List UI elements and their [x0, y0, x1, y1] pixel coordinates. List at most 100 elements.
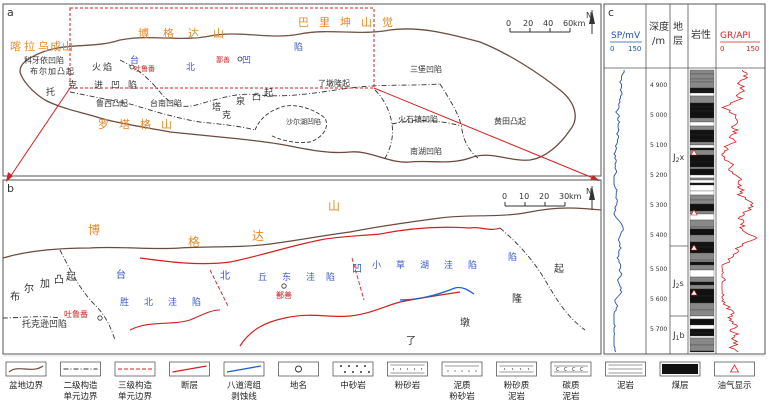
label-keyayi: 科牙依凹陷 [24, 55, 64, 65]
legend-item: 煤层 [659, 361, 701, 391]
label-sanbao: 三堡凹陷 [410, 64, 442, 74]
fault-north [139, 226, 501, 265]
svg-text:5 300: 5 300 [650, 202, 667, 209]
label-shengbei: 胜北洼陷 [120, 296, 201, 308]
lithology-layer [689, 324, 715, 330]
sp-max: 150 [628, 45, 641, 53]
lithology-layer [689, 226, 715, 230]
depth-axis: 4 900 5 000 5 100 5 200 5 300 5 400 5 50… [650, 82, 667, 333]
legend-item: 油气显示 [714, 361, 755, 391]
lithology-column [689, 69, 715, 353]
strata-title-2: 层 [673, 35, 683, 47]
label-taibei-b: 台北 [116, 268, 230, 282]
legend-label: 地名 [290, 380, 307, 391]
structural-boundary-a2 [69, 91, 256, 131]
legend-item: 泥岩 [605, 361, 646, 391]
legend-label: 单元边界 [118, 391, 153, 402]
legend-label: 剥蚀线 [231, 391, 257, 402]
svg-text:10: 10 [519, 192, 529, 201]
legend-label: 泥岩 [562, 391, 580, 402]
svg-text:N: N [586, 11, 592, 20]
legend-item: 盆地边界 [5, 361, 47, 391]
label-jueluotage: 罗塔格山 [98, 117, 172, 131]
lithology-layer [689, 309, 715, 317]
oil-show-marker [690, 209, 698, 216]
svg-text:40: 40 [543, 19, 553, 28]
legend-label: 粉砂岩 [449, 391, 475, 402]
legend-label: 泥岩 [617, 380, 635, 391]
town-shanshan-b: 鄯善 [276, 290, 292, 300]
lithology-layer [689, 144, 715, 149]
lithology-layer [689, 302, 715, 311]
svg-text:5 600: 5 600 [650, 296, 667, 303]
lithology-layer [689, 110, 715, 119]
lithology-layer [689, 261, 715, 266]
town-marker-turpan-a [129, 64, 135, 70]
tertiary-boundary-b1 [209, 269, 229, 307]
lithology-layer [689, 182, 715, 186]
lithology-layer [689, 102, 715, 108]
svg-text:60: 60 [563, 19, 573, 28]
gr-curve [721, 69, 758, 353]
label-ao-a: 凹 [242, 56, 251, 66]
lithology-layer [689, 87, 715, 92]
lithology-layer [689, 228, 715, 236]
lithology-layer [689, 174, 715, 179]
fault-southwest [129, 309, 221, 331]
label-liaodun-b: 了墩隆起 [406, 263, 564, 347]
label-nanhu: 南湖凹陷 [410, 146, 442, 156]
label-tainan: 台南凹陷 [150, 98, 182, 108]
gr-title: GR/API [720, 31, 751, 41]
scale-bar-a: 0 20 40 60 km [506, 19, 586, 33]
tertiary-boundary-b2 [351, 257, 365, 301]
legend-item: 粉砂岩 [387, 361, 428, 391]
gr-min: 0 [720, 45, 724, 53]
legend: 盆地边界二级构造单元边界三级构造单元边界断层八道湾组剥蚀线地名中砂岩粉砂岩泥质粉… [3, 355, 765, 402]
town-turpan-a: 吐鲁番 [134, 64, 155, 73]
town-marker-turpan-b [97, 315, 103, 321]
legend-label: 三级构造 [118, 380, 153, 391]
stratum-j1b: J1b [672, 331, 685, 342]
lithology-layer [689, 264, 715, 271]
svg-text:km: km [573, 19, 586, 28]
svg-text:20: 20 [539, 192, 549, 201]
lithology-layer [689, 81, 715, 89]
svg-text:N: N [586, 187, 592, 196]
label-buerjia-a: 布尔加凸起 [30, 66, 74, 76]
label-tai-a: 台 [130, 54, 139, 66]
label-qiudong: 丘东洼陷 [258, 271, 335, 283]
label-ke: 克 [68, 80, 77, 91]
lithology-layer [689, 328, 715, 334]
legend-label: 煤层 [671, 380, 688, 391]
label-xiaocaohu: 小草湖洼陷陷 [372, 251, 517, 271]
town-shanshan-a: 鄯善 [216, 55, 230, 64]
scale-bar-b: 0 10 20 30 km [502, 192, 582, 207]
legend-label: 盆地边界 [9, 380, 44, 391]
fault-south [239, 291, 461, 347]
gr-max: 150 [746, 45, 759, 53]
svg-text:30: 30 [559, 192, 569, 201]
label-shaerhu: 沙尔湖凹陷 [286, 117, 321, 126]
erosion-line [399, 286, 475, 301]
label-xian-a: 陷 [294, 41, 303, 53]
svg-text:C: C [580, 367, 584, 373]
inset-box [69, 7, 375, 89]
svg-text:5 200: 5 200 [650, 172, 667, 179]
label-tuo: 托 [46, 86, 55, 98]
legend-label: 泥岩 [508, 391, 526, 402]
strata-title-1: 地 [673, 20, 683, 33]
town-turpan-b: 吐鲁番 [64, 309, 88, 319]
svg-text:C: C [572, 367, 576, 373]
svg-text:0: 0 [502, 192, 507, 201]
panel-a-frame [2, 3, 602, 177]
label-bogeda-a: 博格达山 [138, 26, 224, 40]
panel-c: c SP/mV 0 150 深度 /m 地 层 岩性 GR/API 0 150 … [603, 3, 766, 355]
structural-boundary-b1 [59, 249, 116, 341]
shaerhu-boundary [254, 105, 327, 143]
lithology-layer [689, 78, 715, 83]
legend-label: 中砂岩 [340, 380, 366, 391]
lithology-layer [689, 106, 715, 112]
